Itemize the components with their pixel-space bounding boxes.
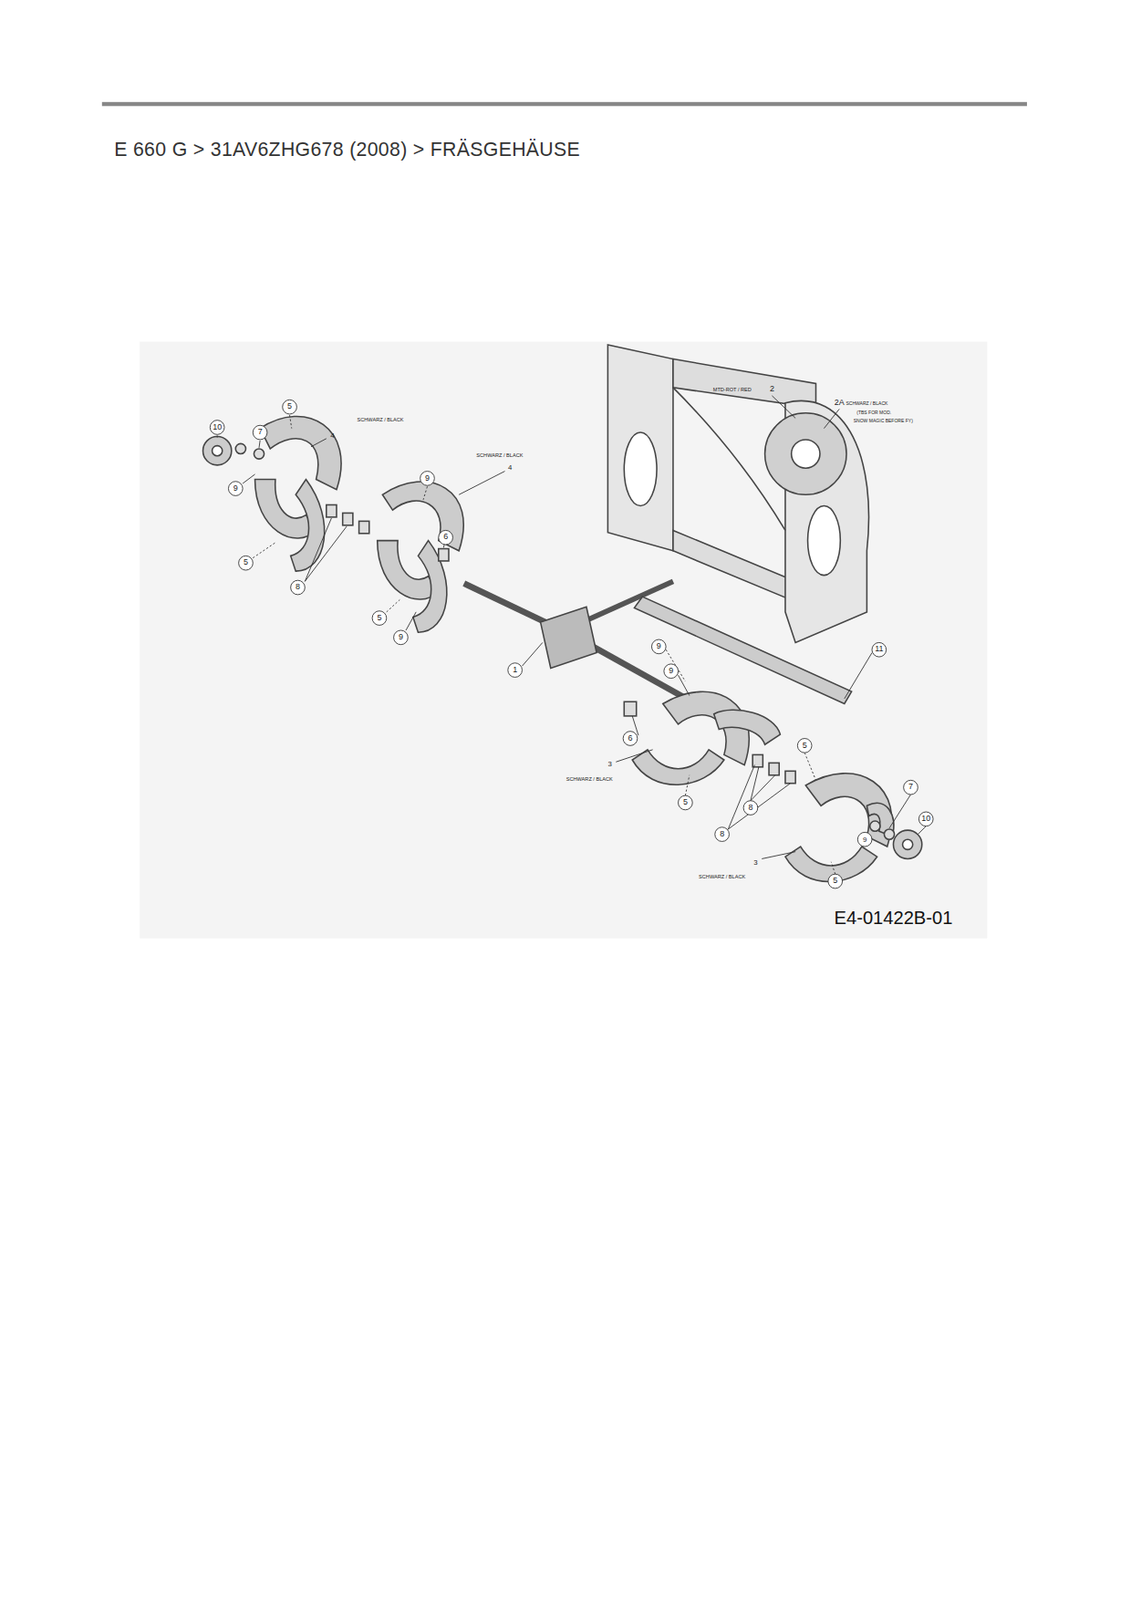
callout-circle — [209, 420, 225, 436]
callout-number: 8 — [295, 583, 301, 592]
callout-number: 5 — [802, 741, 808, 750]
callout-circle — [871, 642, 887, 657]
callout-circle — [828, 873, 843, 889]
part-label: SCHWARZ / BLACK — [357, 417, 405, 424]
callout-circle — [743, 800, 758, 816]
callout-number: 5 — [376, 613, 382, 623]
callout-circle — [252, 425, 268, 440]
callout-number: 9 — [233, 484, 239, 493]
callout-number: 8 — [719, 830, 725, 839]
part-label: 3 — [607, 760, 612, 768]
callout-circle — [857, 831, 872, 847]
callout-number: 9 — [656, 642, 662, 651]
page-title: E 660 G > 31AV6ZHG678 (2008) > FRÄSGEHÄU… — [114, 138, 581, 162]
callout-number: 9 — [862, 835, 867, 843]
callout-circle — [420, 471, 436, 487]
callout-number: 6 — [443, 533, 448, 542]
callout-circle — [797, 738, 812, 754]
callout-number: 1 — [512, 665, 518, 675]
callout-circle — [651, 639, 666, 654]
part-label: (TBS FOR MOD. — [856, 410, 892, 416]
callout-number: 5 — [243, 559, 249, 568]
callout-number: 10 — [212, 423, 222, 432]
part-label: SCHWARZ / BLACK — [845, 401, 888, 406]
callout-number: 9 — [425, 474, 430, 483]
callout-circle — [290, 580, 306, 595]
callout-circle — [238, 555, 254, 571]
callout-number: 11 — [874, 645, 883, 654]
callout-number: 9 — [398, 632, 404, 642]
callout-circle — [622, 731, 638, 747]
callout-circle — [664, 664, 679, 679]
part-label: SCHWARZ / BLACK — [566, 776, 613, 782]
callout-circle — [394, 630, 409, 645]
callout-circle — [508, 663, 523, 678]
drawing-code: E4-01422B-01 — [834, 908, 954, 927]
callout-circle — [678, 795, 694, 810]
callout-number: 7 — [908, 783, 914, 792]
callout-number: 9 — [668, 666, 674, 675]
callout-number: 5 — [287, 403, 292, 412]
part-label: 2 — [769, 385, 775, 395]
callout-number: 10 — [921, 814, 931, 823]
part-label: 4 — [330, 432, 334, 440]
callout-number: 7 — [258, 428, 263, 437]
part-label: MTD-ROT / RED — [713, 386, 752, 393]
callout-circle — [228, 481, 243, 497]
callout-circle — [715, 827, 730, 842]
part-label: 4 — [508, 463, 512, 471]
callout-number: 5 — [832, 877, 838, 886]
callout-circle — [282, 399, 298, 415]
callout-circle — [903, 779, 919, 795]
part-label: 2A — [834, 398, 845, 407]
callout-number: 6 — [628, 734, 633, 743]
part-label: SCHWARZ / BLACK — [698, 874, 746, 881]
callout-circle — [438, 529, 454, 545]
callout-circle — [918, 811, 934, 827]
part-label: 3 — [753, 858, 758, 866]
callout-number: 5 — [683, 798, 688, 807]
part-label: SNOW MAGIC BEFORE FY) — [853, 418, 914, 424]
part-label: SCHWARZ / BLACK — [476, 453, 523, 459]
callout-number: 8 — [747, 803, 753, 812]
callout-circle — [372, 611, 387, 626]
